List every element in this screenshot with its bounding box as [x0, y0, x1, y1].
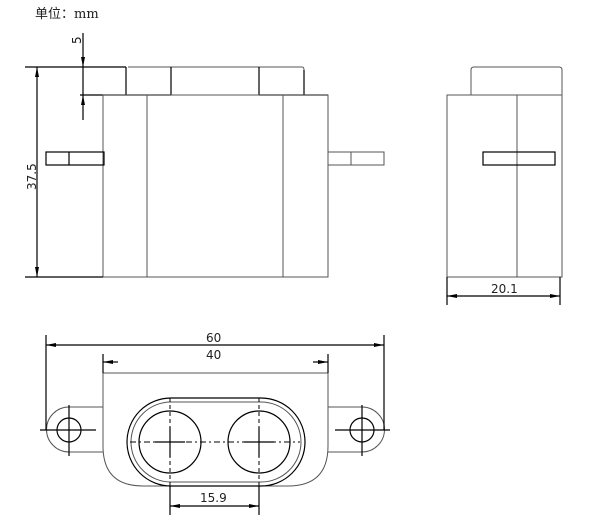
- dim-depth: 20.1: [491, 282, 518, 296]
- right-side-tab: [327, 151, 385, 166]
- side-view: 20.1: [446, 66, 563, 305]
- left-side-tab: [45, 151, 105, 166]
- front-view: 37.5 5: [25, 33, 385, 278]
- dim-total-height: 37.5: [25, 163, 39, 190]
- bottom-view: 60 40 15.9: [40, 331, 390, 515]
- dim-total-width: 60: [206, 331, 221, 345]
- dim-body-width: 40: [206, 348, 221, 362]
- dim-tab-height: 5: [70, 36, 84, 44]
- dim-lens-spacing: 15.9: [200, 491, 227, 505]
- unit-label: 单位：mm: [35, 7, 99, 22]
